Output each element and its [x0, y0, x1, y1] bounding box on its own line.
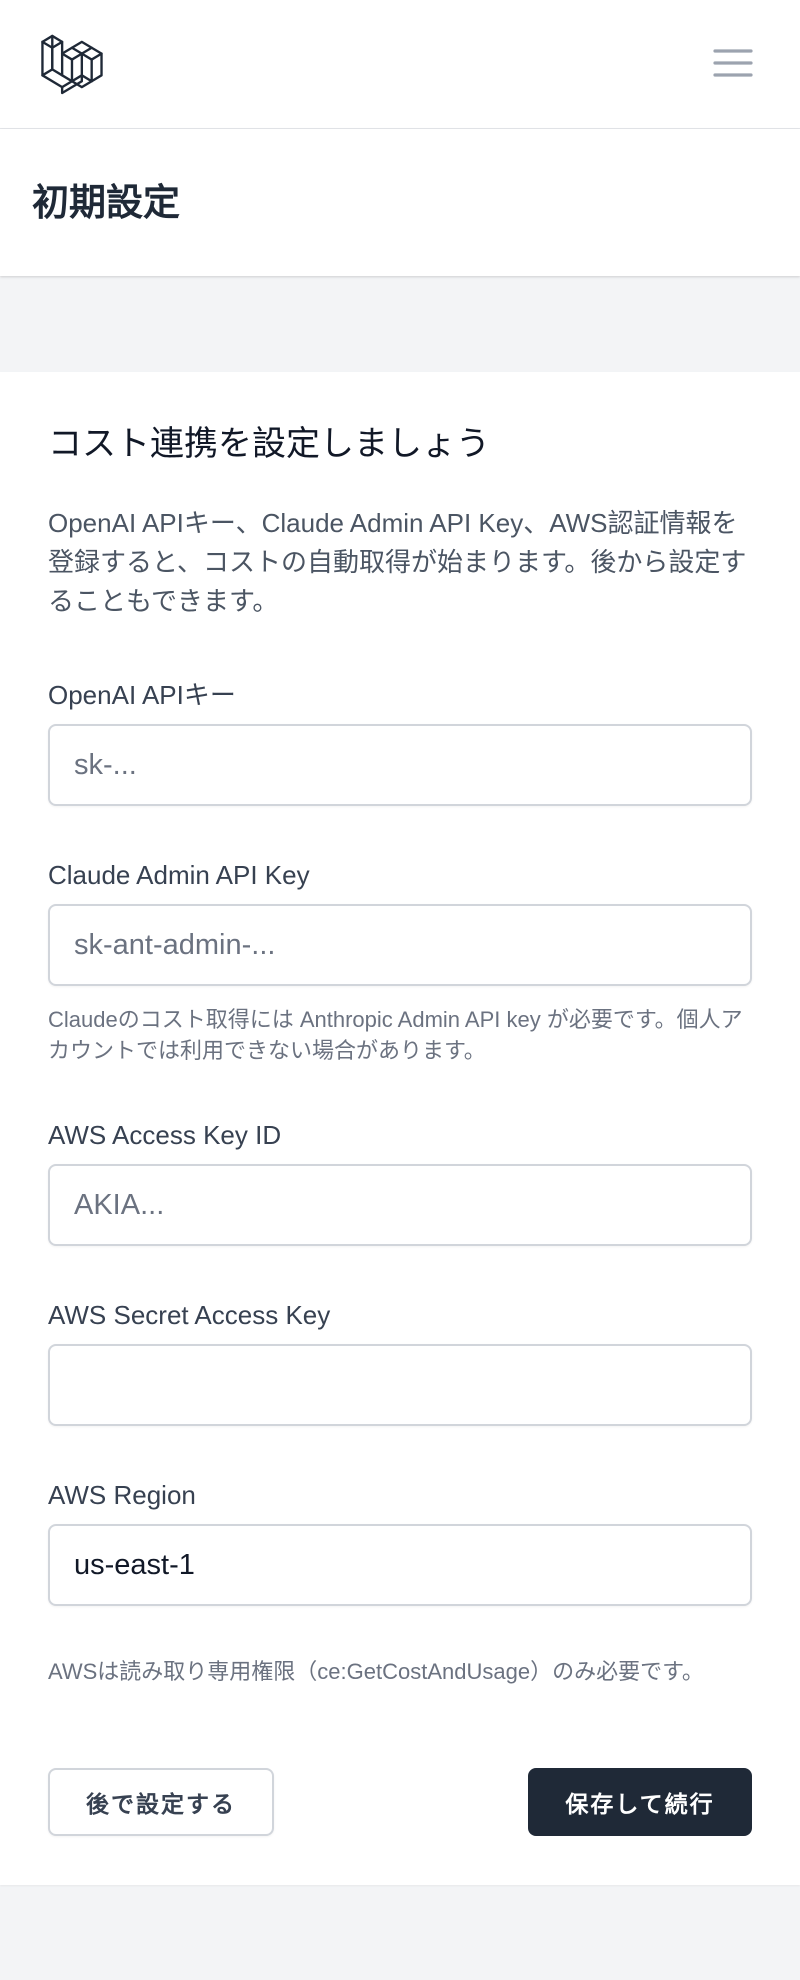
- hamburger-menu-icon[interactable]: [710, 40, 756, 86]
- card-description: OpenAI APIキー、Claude Admin API Key、AWS認証情…: [48, 508, 747, 616]
- laravel-logo-icon[interactable]: [38, 32, 104, 96]
- aws-secret-key-label: AWS Secret Access Key: [48, 1300, 331, 1330]
- card-heading: コスト連携を設定しましょう: [48, 425, 490, 463]
- top-navigation: [0, 0, 800, 129]
- page-title: 初期設定: [32, 182, 180, 223]
- page-header: 初期設定: [0, 129, 800, 276]
- aws-region-input[interactable]: [48, 1524, 752, 1606]
- setup-card: コスト連携を設定しましょう OpenAI APIキー、Claude Admin …: [0, 372, 800, 1885]
- claude-key-input[interactable]: [48, 904, 752, 986]
- claude-key-hint: Claudeのコスト取得には Anthropic Admin API key が…: [48, 1007, 743, 1063]
- aws-access-key-input[interactable]: [48, 1164, 752, 1246]
- openai-key-input[interactable]: [48, 724, 752, 806]
- openai-key-label: OpenAI APIキー: [48, 680, 236, 710]
- aws-access-key-label: AWS Access Key ID: [48, 1120, 282, 1150]
- skip-setup-button[interactable]: 後で設定する: [48, 1768, 274, 1836]
- aws-secret-key-input[interactable]: [48, 1344, 752, 1426]
- claude-key-label: Claude Admin API Key: [48, 860, 310, 890]
- aws-permission-hint: AWSは読み取り専用権限（ce:GetCostAndUsage）のみ必要です。: [48, 1659, 704, 1684]
- save-and-continue-button[interactable]: 保存して続行: [528, 1768, 752, 1836]
- aws-region-label: AWS Region: [48, 1480, 196, 1510]
